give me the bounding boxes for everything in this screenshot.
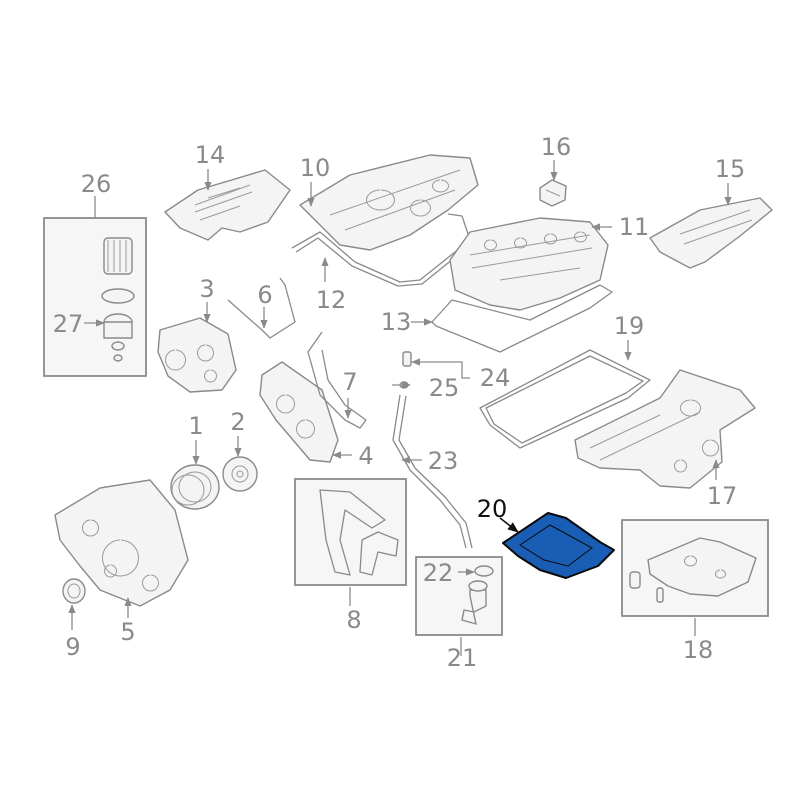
- callout-13: 13: [381, 308, 412, 336]
- callout-26: 26: [81, 170, 112, 198]
- leader-24: [411, 358, 470, 379]
- part-1-seal: [170, 464, 220, 510]
- callout-7: 7: [342, 368, 357, 396]
- part-15-engine-cover: [649, 197, 773, 269]
- callout-1: 1: [188, 412, 203, 440]
- part-24-dipstick: [402, 351, 412, 367]
- callout-15: 15: [715, 155, 746, 183]
- part-2-sprocket: [222, 456, 258, 492]
- leader-20: [499, 517, 519, 533]
- callout-23: 23: [428, 447, 459, 475]
- part-6-gasket: [227, 277, 296, 339]
- part-16-cap: [539, 179, 567, 207]
- part-23-dipstick-tube: [392, 394, 473, 549]
- callout-4: 4: [358, 442, 373, 470]
- callout-24: 24: [480, 364, 511, 392]
- callout-14: 14: [195, 141, 226, 169]
- part-18-lower-pan: [629, 537, 757, 603]
- part-7-gasket: [307, 331, 367, 429]
- part-20-highlighted-gasket: [502, 512, 615, 579]
- part-11-valve-cover: [449, 217, 609, 311]
- callout-9: 9: [65, 633, 80, 661]
- callout-18: 18: [683, 636, 714, 664]
- callout-20: 20: [477, 495, 508, 523]
- part-22-seal: [474, 565, 494, 577]
- group-box-8: [294, 478, 407, 586]
- callout-25: 25: [429, 374, 460, 402]
- callout-22: 22: [423, 559, 454, 587]
- part-5-front-cover: [54, 479, 189, 607]
- part-19-gasket: [479, 349, 651, 449]
- part-10-valve-cover: [299, 154, 479, 251]
- part-9-seal: [62, 578, 86, 604]
- callout-2: 2: [230, 408, 245, 436]
- part-21-sensor: [461, 580, 488, 625]
- part-17-oil-pan: [574, 369, 756, 489]
- part-14-engine-cover: [164, 169, 291, 241]
- callout-16: 16: [541, 133, 572, 161]
- part-4-timing-cover: [259, 361, 339, 463]
- callout-17: 17: [707, 482, 738, 510]
- callout-21: 21: [447, 644, 478, 672]
- part-26-oil-filter: [101, 237, 135, 362]
- part-12-gasket: [291, 213, 471, 283]
- callout-10: 10: [300, 154, 331, 182]
- callout-27: 27: [53, 310, 84, 338]
- callout-5: 5: [120, 618, 135, 646]
- callout-8: 8: [346, 606, 361, 634]
- callout-6: 6: [257, 281, 272, 309]
- callout-12: 12: [316, 286, 347, 314]
- callout-11: 11: [619, 213, 650, 241]
- callout-19: 19: [614, 312, 645, 340]
- part-13-gasket: [431, 284, 613, 353]
- part-8-gaskets: [319, 489, 399, 576]
- part-3-housing: [157, 317, 237, 393]
- callout-3: 3: [199, 275, 214, 303]
